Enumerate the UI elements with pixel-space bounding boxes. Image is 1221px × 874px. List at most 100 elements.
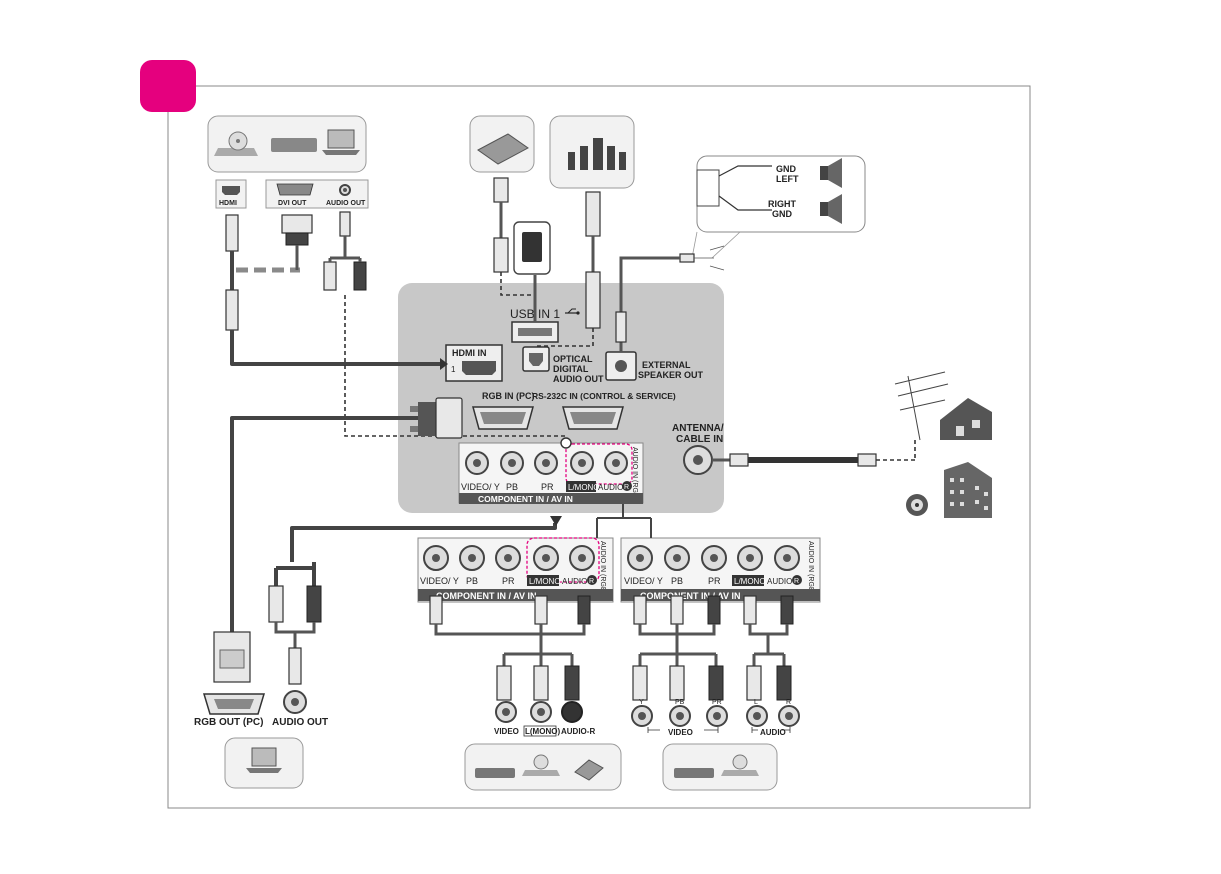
right-pb-label: PB <box>671 576 683 586</box>
dvi-out-label: DVI OUT <box>278 200 307 207</box>
gnd-top-label: GND <box>776 164 797 174</box>
comp-y-label: Y <box>639 699 644 706</box>
pc-audio-out-label: AUDIO OUT <box>272 717 328 728</box>
av-lmono-label: L(MONO) <box>525 727 560 736</box>
satellite-dish-icon <box>906 494 928 516</box>
antenna-icon <box>894 371 949 441</box>
rgb-in-port[interactable] <box>472 406 534 430</box>
ext-speaker-label-1: EXTERNAL <box>642 360 691 370</box>
apartment-building-icon <box>944 462 992 518</box>
page-marker <box>140 60 196 112</box>
left-pr-label: PR <box>502 576 515 586</box>
tv-component-title: COMPONENT IN / AV IN <box>478 494 573 504</box>
camcorder-icon <box>574 759 604 781</box>
comp-pr-label: PR <box>712 699 722 706</box>
right-audio-label: AUDIO <box>767 577 792 586</box>
audio-out-label: AUDIO OUT <box>326 200 366 207</box>
tv-r-label: R <box>624 484 629 491</box>
tv-video-y-label: VIDEO/ Y <box>461 482 500 492</box>
right-video-y-label: VIDEO/ Y <box>624 576 663 586</box>
left-label: LEFT <box>776 174 799 184</box>
rgb-out-label: RGB OUT (PC) <box>194 717 263 728</box>
speaker-minijack <box>679 253 695 263</box>
hdmi-in-label: HDMI IN <box>452 348 487 358</box>
rca-plugs-source <box>323 258 367 291</box>
dvd-player-icon <box>214 131 258 156</box>
av-video-label: VIDEO <box>494 727 519 736</box>
tv-pr-label: PR <box>541 482 554 492</box>
usb-cable-plug-bottom <box>493 237 509 273</box>
pc-audio-minijack <box>288 647 302 685</box>
coax-plug-tv <box>729 453 749 467</box>
tv-pb-label: PB <box>506 482 518 492</box>
component-devices-box <box>662 743 778 791</box>
tv-audio-highlight <box>565 443 633 485</box>
ext-speaker-label-2: SPEAKER OUT <box>638 370 704 380</box>
usb-cable-plug-top <box>493 177 509 203</box>
optical-label-2: DIGITAL <box>553 364 589 374</box>
comp-video-label: VIDEO <box>668 728 693 737</box>
optical-cable-plug-bottom <box>585 271 601 329</box>
pc-audio-cable <box>290 523 557 562</box>
optical-label-1: OPTICAL <box>553 354 593 364</box>
audio-minijack-plug <box>339 211 351 237</box>
rs232c-port[interactable] <box>562 406 624 430</box>
vga-plug-pc <box>213 631 251 683</box>
left-r-label: R <box>589 578 594 585</box>
hdmi-cable <box>230 330 446 366</box>
speaker-left-icon <box>820 158 842 188</box>
right-comp-cables <box>632 595 794 701</box>
house-icon <box>940 398 992 440</box>
vcr-icon <box>475 768 515 778</box>
right-r-label: R <box>794 578 799 585</box>
settop-icon-comp <box>674 768 714 778</box>
hdmi-port-number: 1 <box>451 365 456 374</box>
right-component-title: COMPONENT IN / AV IN <box>640 591 741 601</box>
vga-plug-tv <box>410 397 463 439</box>
svg-text:AUDIO OUT: AUDIO OUT <box>553 374 604 384</box>
hdmi-cable-plug-top <box>225 214 239 252</box>
tv-to-panels-link <box>596 504 652 538</box>
left-component-title: COMPONENT IN / AV IN <box>436 591 537 601</box>
svg-text:OPTICAL: OPTICAL <box>553 354 593 364</box>
right-lmono-label: L/MONO <box>734 577 766 586</box>
left-audio-in-rgb-label: AUDIO IN (RGB) <box>599 541 606 594</box>
left-audio-label: AUDIO <box>562 577 587 586</box>
laptop-icon <box>322 129 360 155</box>
svg-text:DIGITAL: DIGITAL <box>553 364 589 374</box>
comp-r-label: R <box>786 699 791 706</box>
coax-plug-antenna <box>857 453 877 467</box>
outer-frame <box>167 85 1031 809</box>
speaker-set-icon <box>568 138 626 170</box>
comp-audio-label: AUDIO <box>760 728 786 737</box>
left-pb-label: PB <box>466 576 478 586</box>
antenna-label-1: ANTENNA/ <box>672 423 724 434</box>
dvi-cable-plug <box>281 214 313 270</box>
av-audio-r-label: AUDIO-R <box>561 727 595 736</box>
tv-lmono-label: L/MONO <box>568 483 600 492</box>
optical-cable-plug-top <box>585 191 601 237</box>
rgb-in-label: RGB IN (PC) <box>482 391 535 401</box>
usb-icon <box>565 308 580 315</box>
hdmi-out-label: HDMI <box>219 200 237 207</box>
comp-pb-label: PB <box>675 699 685 706</box>
av-audio-r-jack[interactable] <box>561 701 583 723</box>
dvd-icon-comp <box>721 754 759 776</box>
right-audio-in-rgb-label: AUDIO IN (RGB) <box>807 541 814 594</box>
tv-component-jacks[interactable] <box>465 451 628 475</box>
settop-box-icon <box>271 138 317 152</box>
optical-label-3: AUDIO OUT <box>553 374 604 384</box>
comp-out-jacks[interactable] <box>631 705 800 727</box>
left-lmono-label: L/MONO <box>529 577 561 586</box>
antenna-label-2: CABLE IN <box>676 434 723 445</box>
right-label: RIGHT <box>768 199 797 209</box>
comp-l-label: L <box>754 699 758 706</box>
gnd-bottom-label: GND <box>772 209 793 219</box>
left-component-jacks[interactable] <box>423 545 595 571</box>
audio-dashed-link <box>344 295 565 437</box>
tv-audio-in-rgb-label: AUDIO IN (RGB) <box>631 447 638 500</box>
pc-laptop-icon <box>246 747 282 773</box>
right-component-jacks[interactable] <box>627 545 800 571</box>
